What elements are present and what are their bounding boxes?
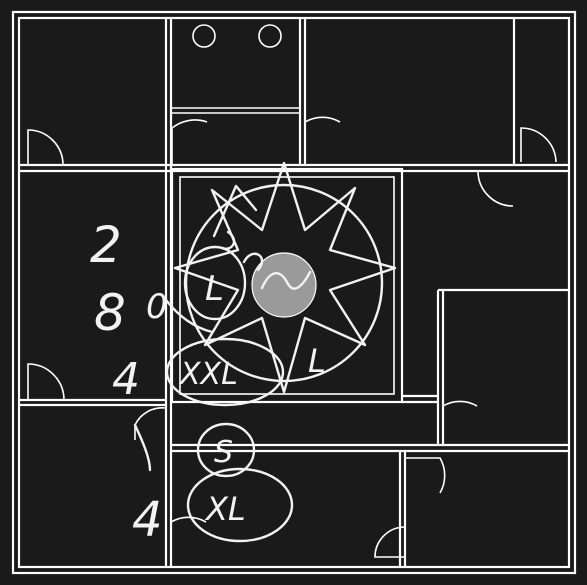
- door-swings: [27, 116, 557, 558]
- handwritten-annotations: 2 8 0 4 4 XXL S XL L L: [90, 216, 326, 548]
- annotation-0: 0: [146, 287, 168, 327]
- l-loop: [183, 245, 247, 321]
- center-disc: [252, 253, 316, 317]
- s-loop: [196, 422, 256, 478]
- xxl-loop: [165, 337, 285, 407]
- annotation-4-lower: 4: [132, 492, 163, 548]
- outer-wall: [11, 10, 577, 575]
- xl-loop: [186, 467, 294, 543]
- annotation-s: S: [214, 435, 233, 470]
- annotation-l: L: [205, 269, 224, 309]
- annotation-4-upper: 4: [112, 354, 140, 405]
- interior-walls: [19, 18, 569, 567]
- annotation-l-right: L: [308, 342, 326, 380]
- annotation-xxl: XXL: [178, 357, 238, 392]
- annotation-xl: XL: [204, 490, 246, 528]
- circular-fixtures: [192, 24, 282, 48]
- hand-stroke-2: [164, 298, 214, 334]
- star-mandala: [173, 161, 397, 394]
- annotation-8: 8: [94, 284, 126, 342]
- annotation-2: 2: [90, 216, 122, 274]
- hand-stroke-1: [133, 423, 152, 472]
